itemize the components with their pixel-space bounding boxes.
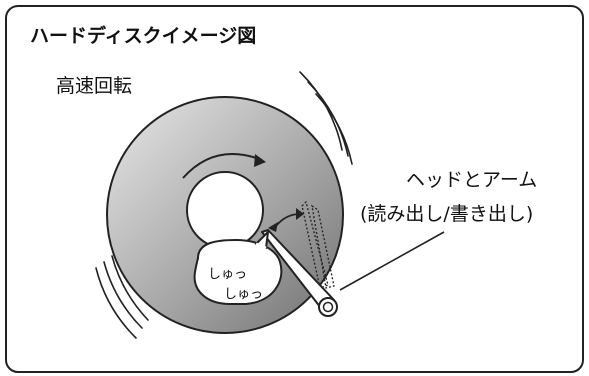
- bubble-text-line2: しゅっ: [224, 287, 263, 302]
- sound-bubble: しゅっ しゅっ: [193, 231, 283, 305]
- head-arm-label: ヘッドとアーム: [406, 169, 537, 191]
- vibration-lines-icon-top: [299, 71, 353, 165]
- head-swing-arrow-icon: [268, 208, 304, 232]
- disk-platter-icon: [106, 96, 344, 334]
- bubble-text-line1: しゅっ: [208, 267, 247, 282]
- rotation-label: 高速回転: [56, 75, 132, 97]
- diagram-title: ハードディスクイメージ図: [30, 24, 256, 47]
- arm-motion-ghost: [301, 200, 335, 289]
- disk-center-hole: [186, 171, 264, 249]
- leader-line: [339, 231, 445, 291]
- vibration-lines-icon-bottom: [95, 255, 149, 339]
- read-write-label: (読み出し/書き出し): [360, 203, 533, 225]
- head-arm-icon: [261, 229, 338, 317]
- rotation-arrow-icon: [182, 153, 266, 179]
